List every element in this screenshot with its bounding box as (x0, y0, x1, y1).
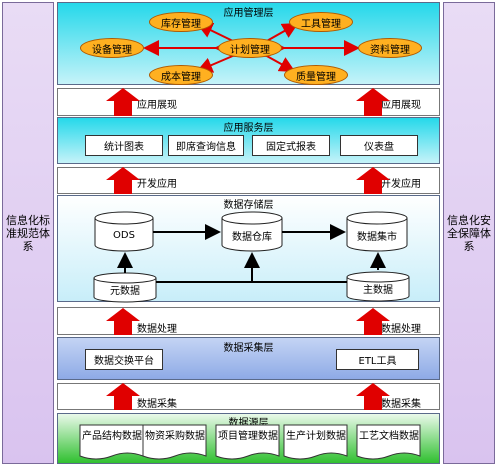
source-doc-product: 产品结构数据 (82, 431, 142, 442)
app-display-label-right: 应用展现 (381, 100, 421, 111)
data-collect-layer-title: 数据采集层 (223, 343, 274, 354)
database-icon (346, 218, 408, 252)
source-doc-purchase: 物资采购数据 (145, 431, 205, 442)
standards-system-label: 信息化标准规范体系 (6, 213, 50, 253)
source-doc-process: 工艺文档数据 (359, 431, 419, 442)
metadata-label: 元数据 (110, 285, 140, 297)
node-quality: 质量管理 (284, 65, 348, 85)
mart-label: 数据集市 (357, 231, 397, 243)
service-fixed-reports: 固定式报表 (252, 135, 330, 156)
etl-tool: ETL工具 (336, 349, 419, 370)
source-doc-production: 生产计划数据 (286, 431, 346, 442)
node-materials: 资料管理 (358, 38, 422, 58)
node-equipment: 设备管理 (80, 38, 144, 58)
document-icon (215, 424, 280, 460)
master-data-label: 主数据 (363, 284, 393, 296)
source-doc-project: 项目管理数据 (218, 431, 278, 442)
app-management-layer-title: 应用管理层 (223, 8, 274, 19)
data-process-label-left: 数据处理 (137, 324, 177, 335)
storage-connectors (117, 224, 386, 283)
database-icon (221, 218, 283, 252)
source-documents (79, 424, 421, 460)
standards-system-panel: 信息化标准规范体系 (2, 2, 54, 464)
service-adhoc-query: 即席查询信息 (168, 135, 244, 156)
ods-label: ODS (113, 229, 135, 241)
red-arrow-icon (356, 383, 390, 410)
document-icon (142, 424, 207, 460)
dev-app-label-left: 开发应用 (137, 179, 177, 190)
data-collect-label-left: 数据采集 (137, 399, 177, 410)
data-exchange-platform: 数据交换平台 (85, 349, 163, 370)
data-process-label-right: 数据处理 (381, 324, 421, 335)
red-arrow-icon (106, 383, 140, 410)
service-stat-charts: 统计图表 (85, 135, 163, 156)
data-source-layer-title: 数据源层 (228, 418, 269, 429)
document-icon (283, 424, 348, 460)
app-service-layer-title: 应用服务层 (223, 123, 274, 134)
red-arrow-icon (356, 308, 390, 335)
database-icon (94, 218, 154, 252)
document-icon (356, 424, 421, 460)
data-storage-layer-title: 数据存储层 (223, 200, 274, 211)
node-cost: 成本管理 (149, 65, 213, 85)
storage-cylinders (93, 211, 410, 303)
app-display-label-left: 应用展现 (137, 100, 177, 111)
red-arrow-icon (106, 308, 140, 335)
red-up-arrows (106, 88, 390, 410)
node-tools: 工具管理 (289, 12, 353, 32)
node-inventory: 库存管理 (149, 12, 213, 32)
data-collect-label-right: 数据采集 (381, 399, 421, 410)
database-icon (93, 278, 157, 303)
dev-app-label-right: 开发应用 (381, 179, 421, 190)
red-arrow-icon (106, 88, 140, 116)
security-system-label: 信息化安全保障体系 (447, 213, 491, 253)
warehouse-label: 数据仓库 (232, 231, 272, 243)
security-system-panel: 信息化安全保障体系 (443, 2, 495, 464)
document-icon (79, 424, 144, 460)
service-dashboard: 仪表盘 (340, 135, 418, 156)
management-connectors (143, 23, 360, 73)
red-arrow-icon (106, 167, 140, 194)
red-arrow-icon (356, 167, 390, 194)
node-plan: 计划管理 (218, 38, 282, 58)
database-icon (346, 277, 410, 302)
red-arrow-icon (356, 88, 390, 116)
